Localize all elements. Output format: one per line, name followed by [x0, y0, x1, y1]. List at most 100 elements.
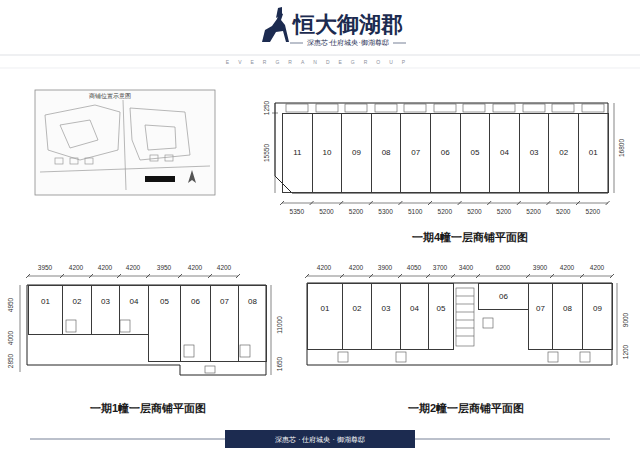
shop-unit: 01 [28, 285, 63, 335]
group-name: EVERGRANDEGROUP [226, 60, 414, 65]
dimension-label: 5200 [467, 209, 481, 216]
shop-unit: 01 [578, 113, 609, 193]
shop-number: 08 [563, 305, 572, 313]
dimension-label: 11000 [277, 316, 284, 334]
shop-unit: 07 [210, 285, 239, 362]
slogan: 深惠芯·仕府城央·御湖尊邸 [307, 40, 388, 47]
horse-logo [262, 12, 289, 42]
dimension-label: 5200 [349, 209, 363, 216]
dimension-label: 4950 [8, 298, 15, 312]
shop-number: 01 [321, 305, 330, 313]
toilet-fixtures [66, 320, 250, 373]
shop-unit: 04 [489, 113, 520, 193]
shop-unit: 03 [519, 113, 550, 193]
shop-number: 04 [500, 149, 509, 157]
shop-number: 07 [220, 298, 229, 306]
dimension-label: 4200 [560, 265, 574, 272]
dimension-label: 6200 [496, 265, 510, 272]
dimension-label: 1650 [277, 357, 284, 371]
shop-unit: 08 [371, 113, 402, 193]
building-outline [27, 285, 266, 375]
dimension-label: 5350 [290, 209, 304, 216]
shop-unit: 01 [307, 283, 343, 350]
shop-number: 08 [248, 298, 257, 306]
shop-number: 11 [293, 149, 301, 157]
shop-unit: 07 [528, 283, 553, 350]
shop-unit: 04 [119, 285, 149, 335]
header-rule [0, 55, 640, 56]
shop-number: 03 [101, 298, 110, 306]
shop-unit: 05 [148, 285, 181, 362]
dimension-label: 4200 [217, 265, 231, 272]
dimension-label: 4200 [98, 265, 112, 272]
shop-unit: 09 [341, 113, 372, 193]
dimension-label: 5200 [438, 209, 452, 216]
dimension-label: 5200 [319, 209, 333, 216]
staircase [456, 288, 474, 346]
dimension-label: 4000 [8, 331, 15, 345]
shop-unit: 02 [548, 113, 579, 193]
shop-number: 07 [536, 305, 545, 313]
balcony-fixtures [286, 104, 604, 112]
shop-unit: 08 [238, 285, 267, 362]
plan-title: 一期1幢一层商铺平面图 [90, 403, 206, 414]
shop-number: 10 [322, 149, 331, 157]
shop-number: 01 [589, 149, 598, 157]
shop-number: 09 [352, 149, 361, 157]
rider-logo [276, 7, 282, 18]
dimension-label: 4200 [69, 265, 83, 272]
dimension-label: 4200 [188, 265, 202, 272]
shop-number: 02 [353, 305, 362, 313]
shop-unit: 03 [91, 285, 120, 335]
dimension-label: 5200 [497, 209, 511, 216]
shop-number: 03 [530, 149, 539, 157]
dimension-label: 1200 [623, 345, 630, 359]
shop-number: 01 [41, 298, 50, 306]
map-title: 商铺位置示意图 [89, 94, 131, 100]
dimension-label: 16800 [619, 139, 626, 157]
shop-unit: 06 [430, 113, 461, 193]
site-map-frame [35, 90, 215, 195]
dimension-ticks [26, 201, 614, 278]
dimension-label: 3400 [459, 265, 473, 272]
shop-number: 04 [130, 298, 139, 306]
footer-rule [415, 439, 610, 440]
plan-title: 一期2幢一层商铺平面图 [408, 403, 524, 414]
building-outline [275, 103, 608, 193]
header-rule [0, 68, 640, 69]
shop-unit: 06 [180, 285, 211, 362]
dimension-label: 5200 [586, 209, 600, 216]
dimension-label: 4200 [126, 265, 140, 272]
dimension-label: 5200 [556, 209, 570, 216]
dimension-label: 4200 [349, 265, 363, 272]
shop-unit: 06 [478, 283, 529, 310]
footer-slogan: 深惠芯 · 仕府城央 · 御湖尊邸 [275, 436, 364, 443]
shop-unit: 09 [582, 283, 613, 350]
shop-unit: 08 [552, 283, 583, 350]
ornament-dash [393, 43, 406, 44]
dimension-label: 9000 [623, 313, 630, 327]
dimension-label: 3950 [157, 265, 171, 272]
north-arrow [188, 170, 196, 183]
brand-title: 恒大御湖郡 [293, 14, 403, 36]
shop-number: 05 [470, 149, 479, 157]
shop-unit: 04 [400, 283, 429, 350]
footer-band [225, 430, 415, 448]
dimension-label: 4200 [590, 265, 604, 272]
shop-number: 06 [191, 298, 200, 306]
shop-number: 06 [441, 149, 450, 157]
plan-title: 一期4幢一层商铺平面图 [412, 232, 528, 243]
shop-number: 04 [410, 305, 419, 313]
shop-number: 06 [499, 293, 508, 301]
shop-number: 05 [437, 305, 446, 313]
dimension-label: 5200 [526, 209, 540, 216]
shop-unit: 02 [62, 285, 92, 335]
shop-number: 07 [411, 149, 420, 157]
footer-rule [30, 439, 225, 440]
dimension-label: 5300 [378, 209, 392, 216]
shop-unit: 03 [371, 283, 401, 350]
dimension-label: 2850 [8, 354, 15, 368]
shop-unit: 10 [312, 113, 343, 193]
shop-unit: 07 [400, 113, 431, 193]
